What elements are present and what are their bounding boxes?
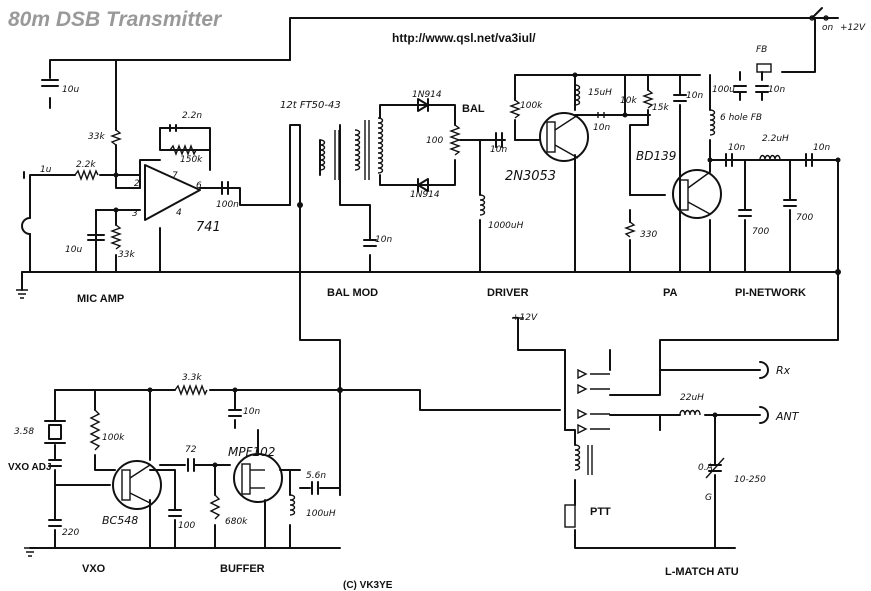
c-10n-pa-label: 10n [686,91,703,101]
c-10u-top-label: 10u [62,85,79,95]
c-10u-bot-label: 10u [65,245,82,255]
t-2n3053-label: 2N3053 [505,169,556,184]
toroid-label: 12t FT50-43 [280,100,341,111]
r-100k-vxo-label: 100k [102,433,125,443]
opamp-label: 741 [196,220,221,235]
t-bc548-label: BC548 [102,514,138,527]
source-url: http://www.qsl.net/va3iul/ [392,31,536,45]
label-bal: BAL [462,103,485,115]
t-bd139-label: BD139 [636,149,676,163]
c-10n-bal-label: 10n [490,145,507,155]
pin-7-label: 7 [172,171,178,181]
label-driver: DRIVER [487,287,529,299]
r-33k-top-label: 33k [88,132,105,142]
switch-on-label: on [822,23,834,33]
c-1u-label: 1u [40,165,52,175]
copyright: (C) VK3YE [343,580,393,591]
c-700b-label: 700 [796,213,813,223]
t-mpf102-label: MPF102 [228,445,275,459]
diode-top-label: 1N914 [412,90,442,100]
section-labels: MIC AMP BAL MOD DRIVER PA PI-NETWORK VXO… [8,103,806,591]
pot-100-label: 100 [426,136,443,146]
label-pa: PA [663,287,678,299]
label-vxo-adj: VXO ADJ [8,462,52,473]
r-2k2-label: 2.2k [76,160,96,170]
label-pi-network: PI-NETWORK [735,287,806,299]
l-1000uh-label: 1000uH [488,221,524,231]
c-10n-pwr-label: 10n [768,85,785,95]
r-10k-label: 10k [620,96,637,106]
c-220-label: 220 [62,528,79,538]
component-symbols [16,7,841,557]
c-10n-out2-label: 10n [813,143,830,153]
c-72-label: 72 [185,445,197,455]
c-10n-out1-label: 10n [728,143,745,153]
c-g-label: G [705,493,712,503]
rx-label: Rx [776,364,791,377]
c-10-250-label: 10-250 [734,475,766,485]
component-labels: 10u 33k 2.2n 150k 1u 2.2k 2 3 7 6 4 10u … [14,23,866,538]
wiring [21,17,839,549]
r-33k-bot-label: 33k [118,250,135,260]
c-10n-mod-label: 10n [375,235,392,245]
c-10n-vxo-label: 10n [243,407,260,417]
c-0a-label: 0.A [698,463,713,473]
pin-3-label: 3 [132,209,138,219]
label-mic-amp: MIC AMP [77,293,124,305]
c-100-label: 100 [178,521,195,531]
page-title: 80m DSB Transmitter [8,8,223,31]
r-15k-label: 15k [652,103,669,113]
supply-12v-label: +12V [840,23,866,33]
l-22uh-label: 22uH [680,393,704,403]
ant-label: ANT [775,410,800,423]
r-100k-drv-label: 100k [520,101,543,111]
fuse-label: FB [756,45,767,55]
pin-2-label: 2 [134,179,140,189]
label-vxo: VXO [82,563,106,575]
r-330-label: 330 [640,230,657,240]
label-bal-mod: BAL MOD [327,287,378,299]
diode-bot-label: 1N914 [410,190,440,200]
ptt-12v-label: +12V [512,313,538,323]
c-2n2-label: 2.2n [182,111,202,121]
l-6hole-label: 6 hole FB [720,113,762,123]
c-100u-label: 100u [712,85,735,95]
c-5p6-label: 5.6n [306,471,326,481]
c-100n-label: 100n [216,200,239,210]
l-2u2-label: 2.2uH [762,134,789,144]
l-100uh-label: 100uH [306,509,336,519]
label-l-match: L-MATCH ATU [665,566,739,578]
pin-4-label: 4 [176,208,182,218]
r-3k3-label: 3.3k [182,373,202,383]
r-150k-label: 150k [180,155,203,165]
c-700a-label: 700 [752,227,769,237]
pin-6-label: 6 [196,181,202,191]
label-ptt: PTT [590,506,611,518]
label-buffer: BUFFER [220,563,265,575]
l-15uh-label: 15uH [588,88,612,98]
xtal-label: 3.58 [14,427,34,437]
r-680k-label: 680k [225,517,248,527]
c-10n-drv-label: 10n [593,123,610,133]
